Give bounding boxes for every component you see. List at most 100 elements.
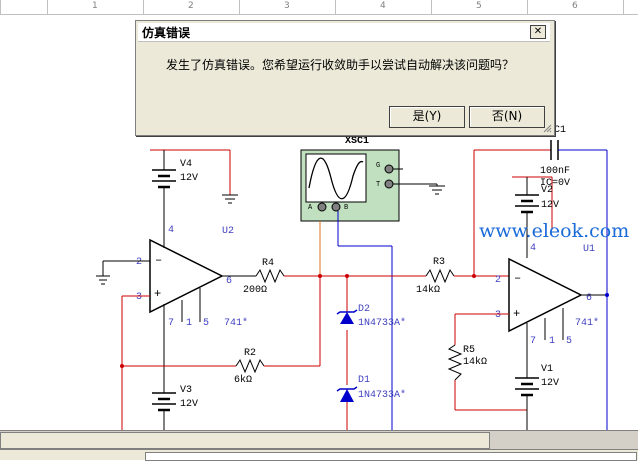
- u2-pin6: 6: [226, 276, 232, 287]
- ruler-label-6: 6: [572, 1, 578, 11]
- r3-resistor[interactable]: [425, 268, 509, 284]
- watermark: www.eleok.com: [479, 220, 630, 242]
- close-icon: ✕: [533, 26, 543, 37]
- dialog-title: 仿真错误: [142, 26, 191, 40]
- v2-label: V2: [541, 185, 553, 196]
- dialog-titlebar[interactable]: 仿真错误 ✕: [138, 23, 550, 42]
- u2-pin5: 5: [203, 318, 209, 329]
- simulation-error-dialog: 仿真错误 ✕ 发生了仿真错误。您希望运行收敛助手以尝试自动解决该问题吗？ 是(Y…: [135, 20, 555, 136]
- oscilloscope[interactable]: [300, 149, 400, 222]
- scope-pin-g: G: [376, 162, 380, 170]
- u1-pin2: 2: [495, 275, 501, 286]
- u2-pin7: 7: [168, 318, 174, 329]
- u2-plus: +: [154, 287, 161, 301]
- c1-ic: IC=0V: [540, 178, 570, 189]
- v1-battery[interactable]: [515, 375, 539, 410]
- d1-zener[interactable]: [336, 386, 358, 402]
- scrollbar-thumb[interactable]: [0, 432, 490, 449]
- v3-label: V3: [180, 385, 192, 396]
- u1-name: U1: [583, 244, 595, 255]
- r2-junction: [120, 364, 124, 368]
- r3-value: 14kΩ: [416, 284, 440, 296]
- status-bar: [0, 449, 638, 461]
- yes-button[interactable]: 是(Y): [389, 106, 465, 128]
- horizontal-scrollbar[interactable]: [0, 430, 638, 449]
- scope-name: XSC1: [345, 136, 369, 147]
- r2-resistor[interactable]: [122, 276, 321, 374]
- r5-value: 14kΩ: [463, 356, 487, 368]
- r2-label: R2: [244, 348, 256, 359]
- ground-symbol: [222, 194, 238, 204]
- ruler-tick: [431, 0, 432, 14]
- r2-value: 6kΩ: [234, 374, 252, 386]
- r5-label: R5: [463, 345, 475, 356]
- ruler-label-4: 4: [380, 1, 386, 11]
- resize-grip-icon[interactable]: [542, 123, 552, 133]
- u2-wires: [96, 238, 256, 430]
- v4-label: V4: [180, 159, 192, 170]
- ruler-tick: [335, 0, 336, 14]
- v1-value: 12V: [541, 378, 559, 389]
- d1-model: 1N4733A*: [358, 389, 406, 401]
- u1-plus: +: [513, 307, 520, 321]
- r4-resistor[interactable]: [255, 268, 320, 284]
- junction-dot: [318, 274, 322, 278]
- ruler-tick: [527, 0, 528, 14]
- middle-rail: [320, 275, 426, 430]
- u1-pin1: 1: [549, 336, 555, 347]
- junction-dot: [605, 293, 609, 297]
- scope-pin-b: B: [344, 204, 348, 212]
- u1-minus: –: [514, 271, 521, 285]
- u1-pin5: 5: [566, 336, 572, 347]
- u1-pin4: 4: [530, 243, 536, 254]
- u2-pin3: 3: [136, 292, 142, 303]
- c1-value: 100nF: [540, 166, 570, 177]
- ruler-label-2: 2: [188, 1, 194, 11]
- r5-resistor[interactable]: [447, 344, 463, 381]
- close-button[interactable]: ✕: [530, 25, 546, 39]
- u2-minus: –: [155, 253, 162, 267]
- ruler-label-1: 1: [92, 1, 98, 11]
- c1-label: C1: [554, 125, 566, 136]
- u1-model: 741*: [575, 317, 599, 329]
- no-button[interactable]: 否(N): [469, 106, 545, 128]
- u1-pin6: 6: [586, 293, 592, 304]
- ruler-tick: [143, 0, 144, 14]
- u2-pin4: 4: [168, 225, 174, 236]
- scope-pin-a: A: [308, 204, 313, 212]
- d2-model: 1N4733A*: [358, 317, 406, 329]
- junction-dot: [345, 274, 349, 278]
- dialog-message: 发生了仿真错误。您希望运行收敛助手以尝试自动解决该问题吗？: [166, 58, 515, 72]
- status-panel: [145, 452, 637, 461]
- ruler-tick: [47, 0, 48, 14]
- junction-dot: [472, 274, 476, 278]
- u2-opamp[interactable]: [149, 238, 224, 314]
- v4-battery[interactable]: [150, 149, 231, 238]
- ruler-tick: [0, 0, 1, 14]
- top-ruler: 1 2 3 4 5 6: [0, 0, 638, 15]
- ruler-tick: [623, 0, 624, 14]
- d2-zener[interactable]: [336, 309, 358, 324]
- scope-wires: [319, 168, 445, 430]
- d2-label: D2: [358, 304, 370, 315]
- v2-value: 12V: [541, 200, 559, 211]
- v3-value: 12V: [180, 399, 198, 410]
- r4-label: R4: [262, 258, 274, 269]
- v2-battery[interactable]: [512, 176, 553, 258]
- u2-name: U2: [222, 226, 234, 237]
- u1-wires: [454, 294, 607, 430]
- ruler-tick: [239, 0, 240, 14]
- u2-model: 741*: [224, 317, 248, 329]
- ruler-label-5: 5: [476, 1, 482, 11]
- u1-pin3: 3: [495, 310, 501, 321]
- d1-label: D1: [358, 375, 370, 386]
- u2-pin2: 2: [136, 257, 142, 268]
- c1-capacitor[interactable]: [473, 140, 608, 430]
- v3-battery[interactable]: [152, 370, 176, 430]
- u1-pin7: 7: [530, 336, 536, 347]
- ruler-label-3: 3: [284, 1, 290, 11]
- v4-value: 12V: [180, 173, 198, 184]
- u2-pin1: 1: [186, 318, 192, 329]
- u1-opamp[interactable]: [508, 257, 583, 333]
